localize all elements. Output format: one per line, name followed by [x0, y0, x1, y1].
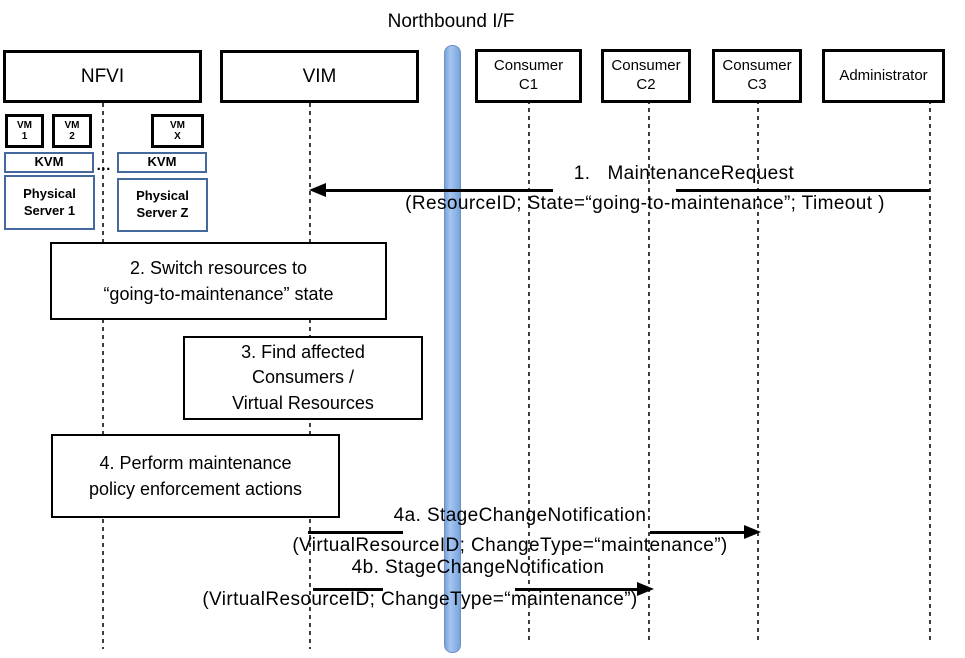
physical-server-1-box: Physical Server 1: [4, 175, 95, 230]
actor-consumer-c1-line1: Consumer: [493, 57, 564, 75]
kvm-right-box: KVM: [117, 152, 207, 173]
activity-4-line2: policy enforcement actions: [88, 479, 303, 499]
message-4a-params: (VirtualResourceID; ChangeType=“maintena…: [292, 535, 728, 556]
actor-consumer-c1: Consumer C1: [475, 49, 582, 103]
actor-vim-label: VIM: [302, 65, 337, 87]
message-4a-name: 4a. StageChangeNotification: [393, 505, 647, 526]
activity-3-line3: Virtual Resources: [232, 392, 374, 413]
actor-consumer-c3-line1: Consumer: [722, 57, 792, 75]
actor-consumer-c2-line2: C2: [636, 76, 656, 93]
vm1-line1: VM: [17, 119, 32, 131]
message-4b-name: 4b. StageChangeNotification: [351, 557, 605, 578]
message-1-name: 1. MaintenanceRequest: [573, 163, 795, 184]
vm2-line2: 2: [69, 131, 75, 142]
nfvi-lifeline: [102, 103, 104, 649]
activity-3-line2: Consumers /: [251, 367, 355, 388]
physical-server-1-line1: Physical: [23, 185, 76, 201]
actor-nfvi: NFVI: [3, 50, 202, 103]
activity-3-line1: 3. Find affected: [241, 342, 365, 363]
message-4a-arrowhead: [744, 525, 761, 539]
message-4b-arrowhead: [637, 582, 654, 596]
kvm-right-label: KVM: [147, 154, 177, 170]
message-4b-params: (VirtualResourceID; ChangeType=“maintena…: [202, 589, 638, 610]
actor-nfvi-label: NFVI: [80, 65, 125, 87]
activity-3-find-affected: 3. Find affected Consumers / Virtual Res…: [183, 336, 423, 420]
physical-server-z-box: Physical Server Z: [117, 178, 208, 232]
activity-2-line1: 2. Switch resources to: [129, 257, 308, 278]
message-1-arrowhead: [309, 183, 326, 197]
vm1-box: VM 1: [5, 114, 44, 148]
message-1-line-left: [324, 189, 553, 192]
vm2-box: VM 2: [52, 114, 92, 148]
northbound-interface-bar: [444, 45, 461, 653]
vmx-line1: VM: [170, 119, 185, 131]
actor-consumer-c3: Consumer C3: [712, 49, 802, 103]
nfvi-ellipsis: …: [96, 157, 112, 174]
message-4a-line-left: [308, 531, 403, 534]
physical-server-z-line2: Server Z: [136, 205, 189, 220]
vmx-box: VM X: [151, 114, 204, 148]
activity-2-line2: “going-to-maintenance” state: [103, 284, 334, 304]
message-4a-line-right: [650, 531, 747, 534]
northbound-interface-title: Northbound I/F: [387, 11, 515, 32]
actor-consumer-c2: Consumer C2: [601, 49, 691, 103]
activity-2-switch-resources: 2. Switch resources to “going-to-mainten…: [50, 242, 387, 320]
message-1-line-right: [676, 189, 930, 192]
actor-administrator-label: Administrator: [839, 66, 928, 84]
actor-consumer-c3-line2: C3: [747, 76, 767, 93]
administrator-lifeline: [929, 100, 931, 640]
vm1-line2: 1: [21, 131, 28, 142]
activity-4-line1: 4. Perform maintenance: [99, 452, 292, 473]
kvm-left-label: KVM: [34, 154, 64, 170]
consumer-c1-lifeline: [528, 100, 530, 640]
actor-vim: VIM: [220, 50, 419, 103]
kvm-left-box: KVM: [4, 152, 94, 173]
message-4b-line-right: [515, 588, 640, 591]
message-4b-line-left: [313, 588, 383, 591]
consumer-c3-lifeline: [757, 100, 759, 640]
message-1-params: (ResourceID; State=“going-to-maintenance…: [405, 193, 885, 214]
actor-consumer-c2-line1: Consumer: [611, 57, 681, 75]
physical-server-z-line1: Physical: [136, 188, 189, 204]
actor-consumer-c1-line2: C1: [518, 76, 539, 93]
vm2-line1: VM: [64, 119, 80, 131]
vmx-line2: X: [174, 131, 181, 142]
consumer-c2-lifeline: [648, 100, 650, 640]
actor-administrator: Administrator: [822, 49, 945, 103]
activity-4-perform-maintenance: 4. Perform maintenance policy enforcemen…: [51, 434, 340, 518]
physical-server-1-line2: Server 1: [23, 202, 76, 218]
